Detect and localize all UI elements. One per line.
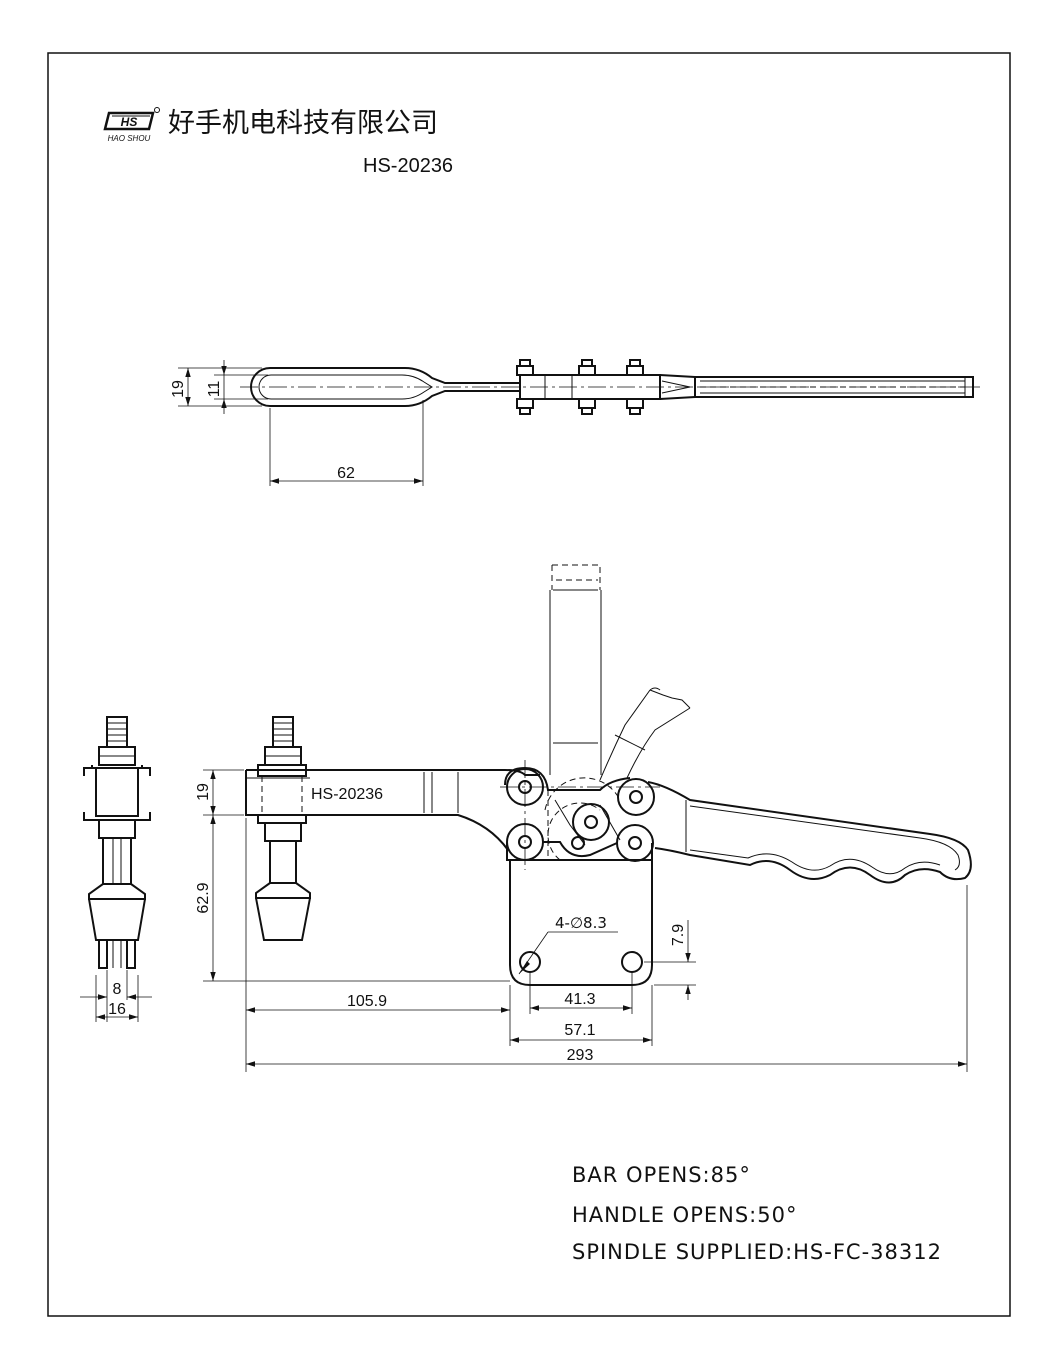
dim-top-62: 62 <box>337 465 355 482</box>
dim-arm-19: 19 <box>195 783 212 801</box>
sheet-border <box>47 52 1011 1317</box>
logo-subtitle: HAO SHOU <box>108 134 151 143</box>
top-view: 19 11 62 <box>170 359 980 486</box>
spindle-end-view: 8 16 <box>80 716 152 1022</box>
body-model-label: HS-20236 <box>311 786 383 803</box>
company-logo: HS HAO SHOU <box>103 107 160 143</box>
hole-spec-label: 4-∅8.3 <box>555 914 607 932</box>
model-number: HS-20236 <box>363 155 453 177</box>
spec-handle-opens: HANDLE OPENS:50° <box>572 1203 797 1227</box>
dim-spindle-8: 8 <box>113 981 122 998</box>
dim-base-41-3: 41.3 <box>564 991 595 1008</box>
dim-base-57-1: 57.1 <box>564 1022 595 1039</box>
dim-spindle-16: 16 <box>108 1001 126 1018</box>
main-side-view: HS-20236 <box>195 564 972 1072</box>
dim-top-19: 19 <box>170 380 187 398</box>
spec-spindle-supplied: SPINDLE SUPPLIED:HS-FC-38312 <box>572 1240 942 1264</box>
dim-offset-7-9: 7.9 <box>670 924 687 946</box>
logo-mark-text: HS <box>121 115 138 129</box>
company-name: 好手机电科技有限公司 <box>168 108 438 139</box>
dim-height-62-9: 62.9 <box>195 882 212 913</box>
spec-bar-opens: BAR OPENS:85° <box>572 1163 751 1187</box>
dim-len-105-9: 105.9 <box>347 993 387 1010</box>
dim-overall-293: 293 <box>567 1047 594 1064</box>
dim-top-11: 11 <box>206 381 223 398</box>
